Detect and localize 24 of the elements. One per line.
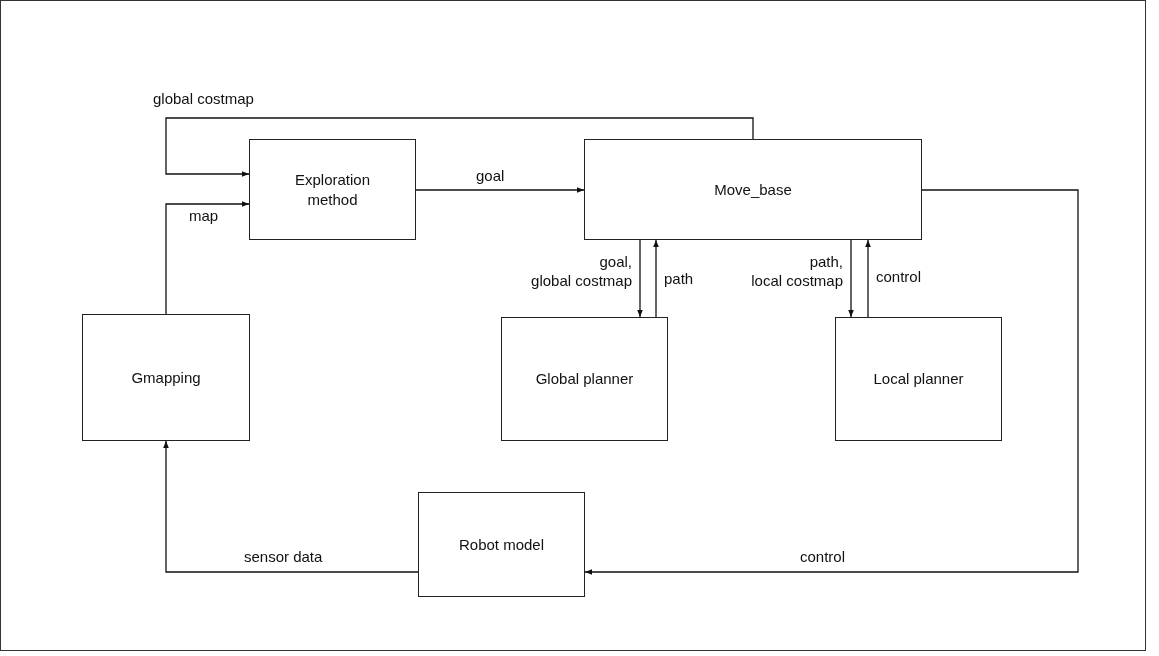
process-box (584, 139, 922, 240)
arrow (415, 187, 585, 193)
arrow (848, 239, 854, 318)
box-label: Gmapping (131, 367, 201, 388)
box-label: Robot model (458, 534, 545, 555)
process-box (501, 317, 668, 441)
box-label: Local planner (873, 369, 964, 389)
edge-label: path (662, 270, 696, 289)
process-box (82, 314, 250, 441)
box-label: Global planner (535, 369, 634, 389)
arrow (653, 239, 659, 318)
process-box (249, 139, 416, 240)
arrow (865, 239, 871, 318)
edge-label: goal (474, 167, 507, 186)
edge-label: global costmap (151, 90, 256, 109)
box-label: Exploration method (293, 170, 371, 209)
arrow (165, 117, 754, 177)
arrow (637, 239, 643, 318)
arrow (165, 201, 250, 315)
arrow (584, 189, 1079, 575)
box-label: Move_base (714, 179, 792, 200)
process-box (835, 317, 1002, 441)
arrow (163, 440, 419, 573)
process-box (418, 492, 585, 597)
